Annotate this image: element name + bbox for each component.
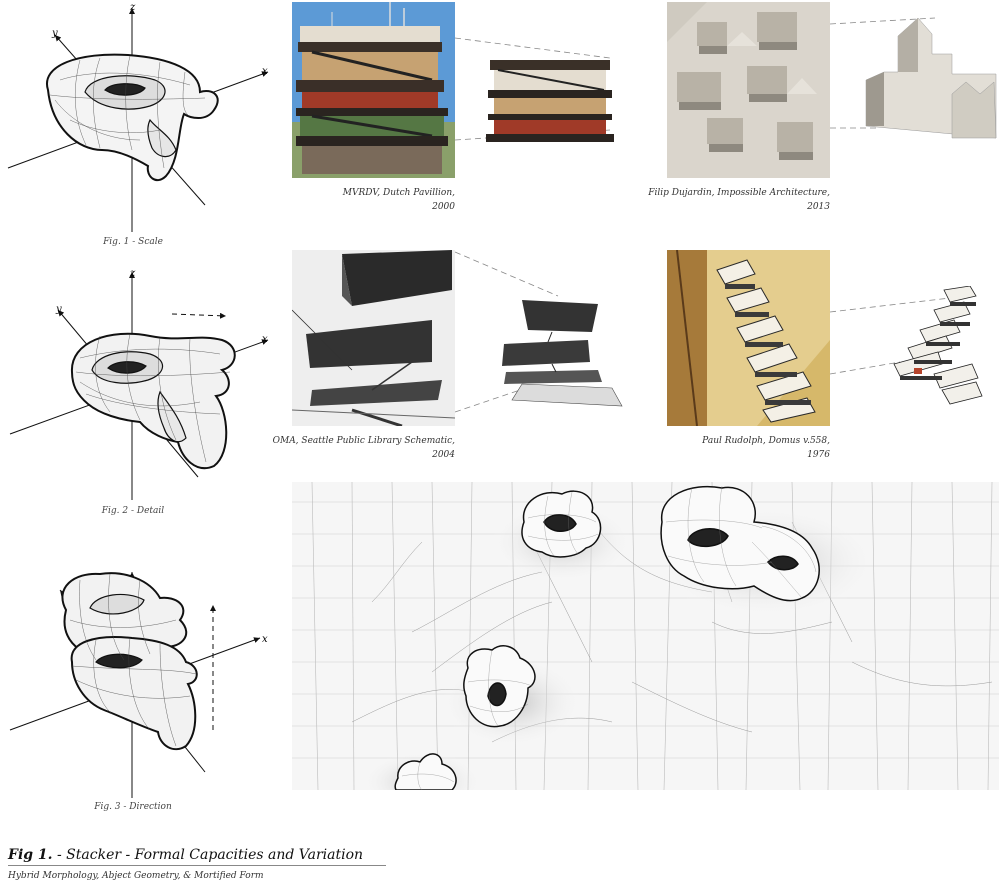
fig1-caption: Fig. 1 - Scale <box>103 237 163 247</box>
mvrdv-caption: MVRDV, Dutch Pavillion, 2000 <box>342 188 455 212</box>
mvrdv-cutout-extract <box>486 60 614 142</box>
field-blob-2 <box>660 485 820 602</box>
fig3-direction-diagram: x <box>9 572 268 798</box>
dujardin-impossible-architecture-photo <box>667 2 830 178</box>
stacker-form-blob <box>70 332 236 469</box>
rudolph-domus-photo <box>667 250 830 426</box>
fig2-caption: Fig. 2 - Detail <box>101 506 165 516</box>
rudolph-cutout-extract <box>893 286 983 405</box>
footer-subtitle: Hybrid Morphology, Abject Geometry, & Mo… <box>8 871 264 881</box>
axis-x-label: x <box>262 334 268 345</box>
oma-cutout-extract <box>502 300 623 407</box>
axis-z-label: z <box>129 2 136 13</box>
axis-y-label: y <box>55 304 62 315</box>
field-blob-3 <box>463 645 536 728</box>
stacker-form-blob-stacked <box>61 572 198 751</box>
connector-lines-row1 <box>454 17 936 141</box>
oma-caption: OMA, Seattle Public Library Schematic, 2… <box>272 436 455 460</box>
field-render-panel <box>292 482 999 790</box>
fig2-detail-diagram: z x y <box>9 268 269 500</box>
dujardin-caption: Filip Dujardin, Impossible Architecture,… <box>648 188 830 212</box>
connector-lines-row2 <box>454 251 951 413</box>
fig1-scale-diagram: z x y <box>7 2 269 232</box>
mvrdv-dutch-pavilion-photo <box>292 2 455 178</box>
footer-title-rest: - Stacker - Formal Capacities and Variat… <box>52 847 364 863</box>
field-blob-1 <box>521 490 602 558</box>
stacker-form-blob <box>45 53 219 182</box>
fig3-caption: Fig. 3 - Direction <box>94 802 172 812</box>
footer-title: Fig 1. - Stacker - Formal Capacities and… <box>8 847 363 863</box>
field-blob-4 <box>394 753 457 790</box>
footer-rule <box>8 865 386 866</box>
dujardin-cutout-extract <box>865 17 997 139</box>
oma-seattle-library-photo <box>292 250 455 426</box>
axis-x-label: x <box>262 634 268 645</box>
axis-z-label: z <box>129 268 136 279</box>
axis-y-label: y <box>51 28 58 39</box>
footer-title-bold: Fig 1. <box>8 847 53 863</box>
rudolph-caption: Paul Rudolph, Domus v.558, 1976 <box>702 436 830 460</box>
axis-x-label: x <box>262 66 268 77</box>
